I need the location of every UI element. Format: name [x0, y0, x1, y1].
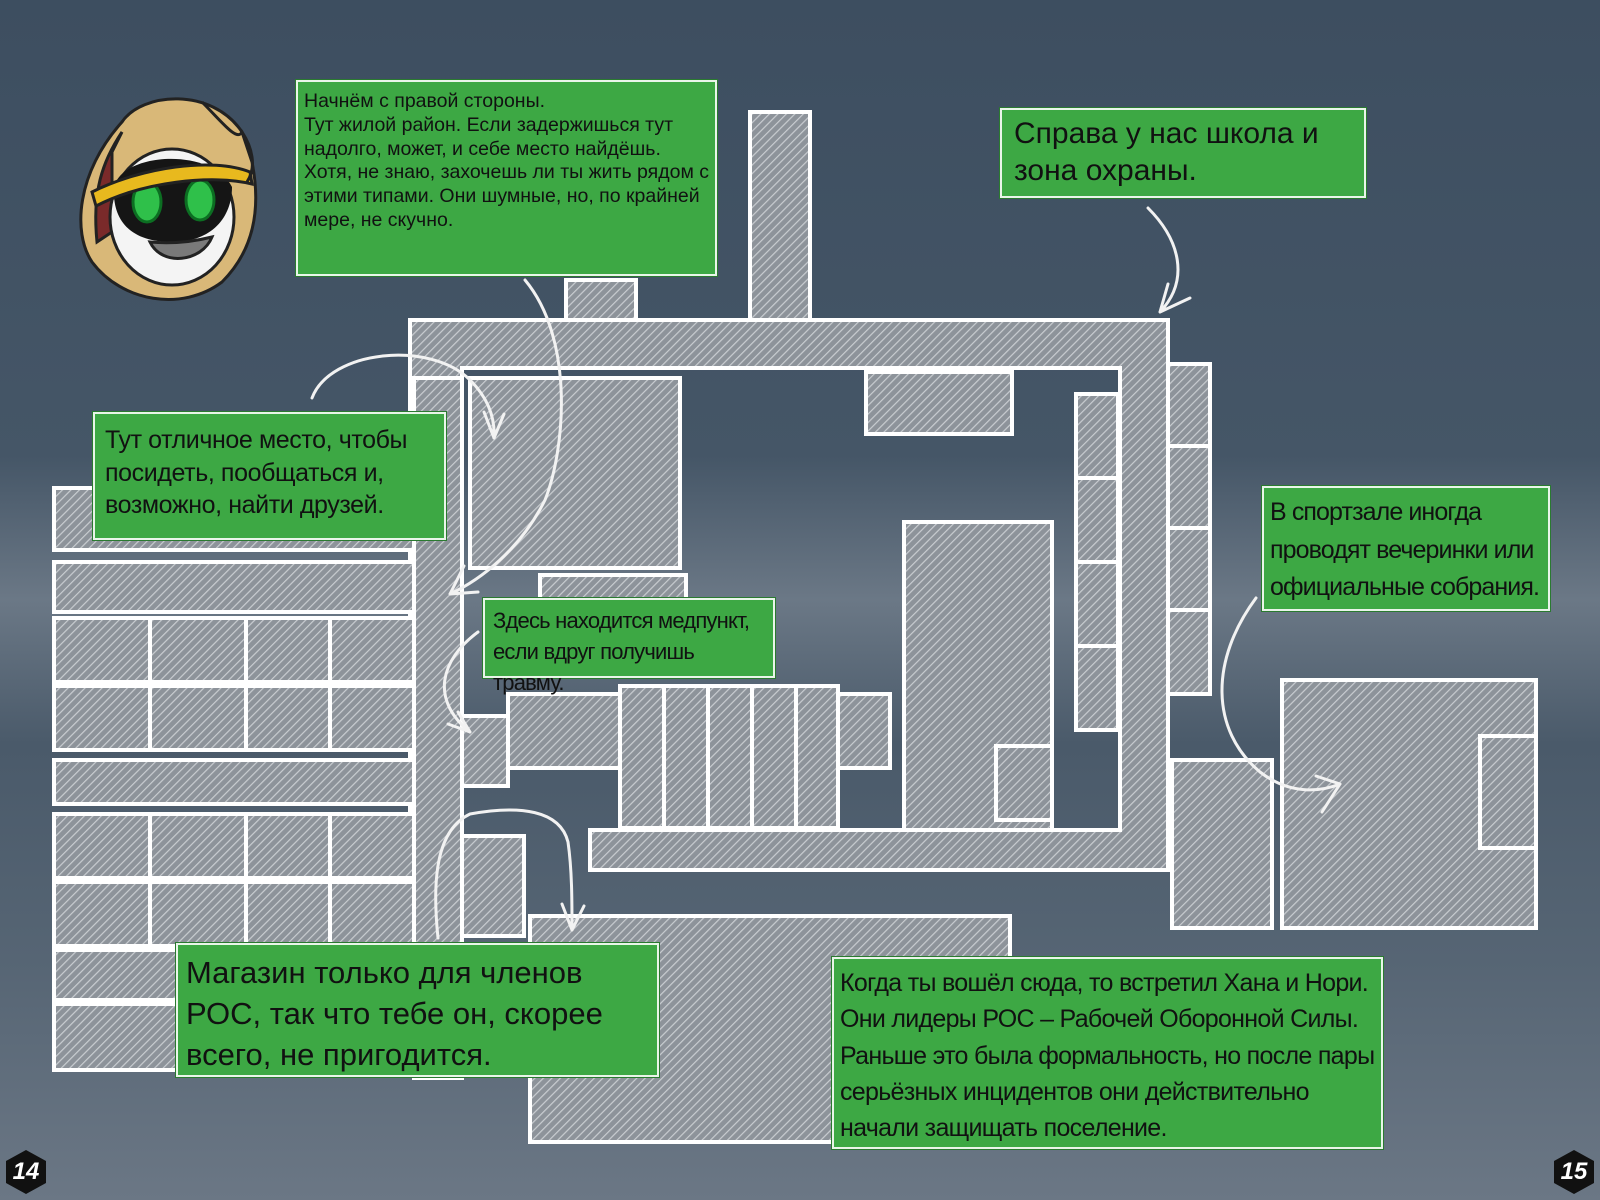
note-gym: В спортзале иногда проводят вечеринки ил… — [1262, 486, 1550, 611]
gym-side-room[interactable] — [1478, 734, 1538, 850]
map-arrows — [310, 206, 1342, 940]
page-number-left-label: 14 — [12, 1158, 40, 1185]
note-medbay: Здесь находится медпункт, если вдруг пол… — [483, 598, 775, 695]
medbay-ward-3[interactable] — [706, 684, 754, 830]
arrow-gym — [1220, 596, 1342, 814]
residential-row-a2[interactable] — [148, 616, 248, 684]
medbay-hall[interactable] — [506, 692, 638, 770]
residential-row-d3[interactable] — [244, 880, 332, 948]
medbay-ward-4[interactable] — [750, 684, 798, 830]
note-leaders: Когда ты вошёл сюда, то встретил Хана и … — [832, 957, 1383, 1149]
medbay-annex[interactable] — [836, 692, 892, 770]
north-tower-corridor[interactable] — [748, 110, 812, 324]
note-residential-district: Начнём с правой стороны. Тут жилой район… — [296, 80, 717, 276]
hexagon-badge-icon — [6, 1150, 46, 1194]
shop-room[interactable] — [460, 834, 526, 938]
arrow-residential — [448, 278, 563, 596]
residential-row-d1[interactable] — [52, 880, 152, 948]
west-passage[interactable] — [460, 714, 510, 788]
gym-hall[interactable] — [1280, 678, 1538, 930]
central-side-room[interactable] — [994, 744, 1054, 822]
medbay-ward-2[interactable] — [662, 684, 710, 830]
medbay-ward-5[interactable] — [794, 684, 840, 830]
residential-block-2[interactable] — [52, 560, 416, 614]
page-number-right-label: 15 — [1560, 1158, 1588, 1185]
residential-row-c1[interactable] — [52, 812, 152, 880]
school-room-2[interactable] — [1074, 476, 1120, 564]
arrow-hangout — [310, 353, 506, 440]
residential-row-d2[interactable] — [148, 880, 248, 948]
page-number-left: 14 — [4, 1148, 48, 1196]
north-small-room[interactable] — [564, 278, 638, 324]
medbay-ward-1[interactable] — [618, 684, 666, 830]
guide-character-icon — [79, 97, 258, 301]
school-room-4[interactable] — [1074, 644, 1120, 732]
residential-row-c4[interactable] — [328, 812, 416, 880]
security-room-1[interactable] — [1166, 362, 1212, 448]
residential-row-c2[interactable] — [148, 812, 248, 880]
residential-block-4[interactable] — [52, 948, 186, 1002]
residential-row-b1[interactable] — [52, 684, 152, 752]
security-room-2[interactable] — [1166, 444, 1212, 530]
residential-row-d4[interactable] — [328, 880, 416, 948]
residential-row-a4[interactable] — [328, 616, 416, 684]
residential-block-3[interactable] — [52, 758, 416, 806]
school-room-1[interactable] — [1074, 392, 1120, 480]
residential-row-a3[interactable] — [244, 616, 332, 684]
note-shop: Магазин только для членов РОС, так что т… — [176, 943, 659, 1077]
note-hangout-area: Тут отличное место, чтобы посидеть, пооб… — [93, 412, 446, 540]
arrow-school — [1146, 206, 1192, 314]
page-number-right: 15 — [1552, 1148, 1596, 1196]
north-center-room[interactable] — [864, 370, 1014, 436]
central-warehouse[interactable] — [902, 520, 1054, 832]
residential-block-5[interactable] — [52, 1002, 186, 1072]
hexagon-badge-icon — [1554, 1150, 1594, 1194]
security-room-4[interactable] — [1166, 608, 1212, 696]
residential-row-a1[interactable] — [52, 616, 152, 684]
residential-row-b4[interactable] — [328, 684, 416, 752]
residential-row-b2[interactable] — [148, 684, 248, 752]
residential-row-b3[interactable] — [244, 684, 332, 752]
residential-row-c3[interactable] — [244, 812, 332, 880]
gym-entrance[interactable] — [1170, 758, 1274, 930]
arrow-shop — [434, 808, 586, 940]
arrow-medbay — [442, 630, 480, 734]
note-school-security: Справа у нас школа и зона охраны. — [1000, 108, 1366, 198]
hangout-hall[interactable] — [468, 376, 682, 570]
security-room-3[interactable] — [1166, 526, 1212, 612]
school-room-3[interactable] — [1074, 560, 1120, 648]
